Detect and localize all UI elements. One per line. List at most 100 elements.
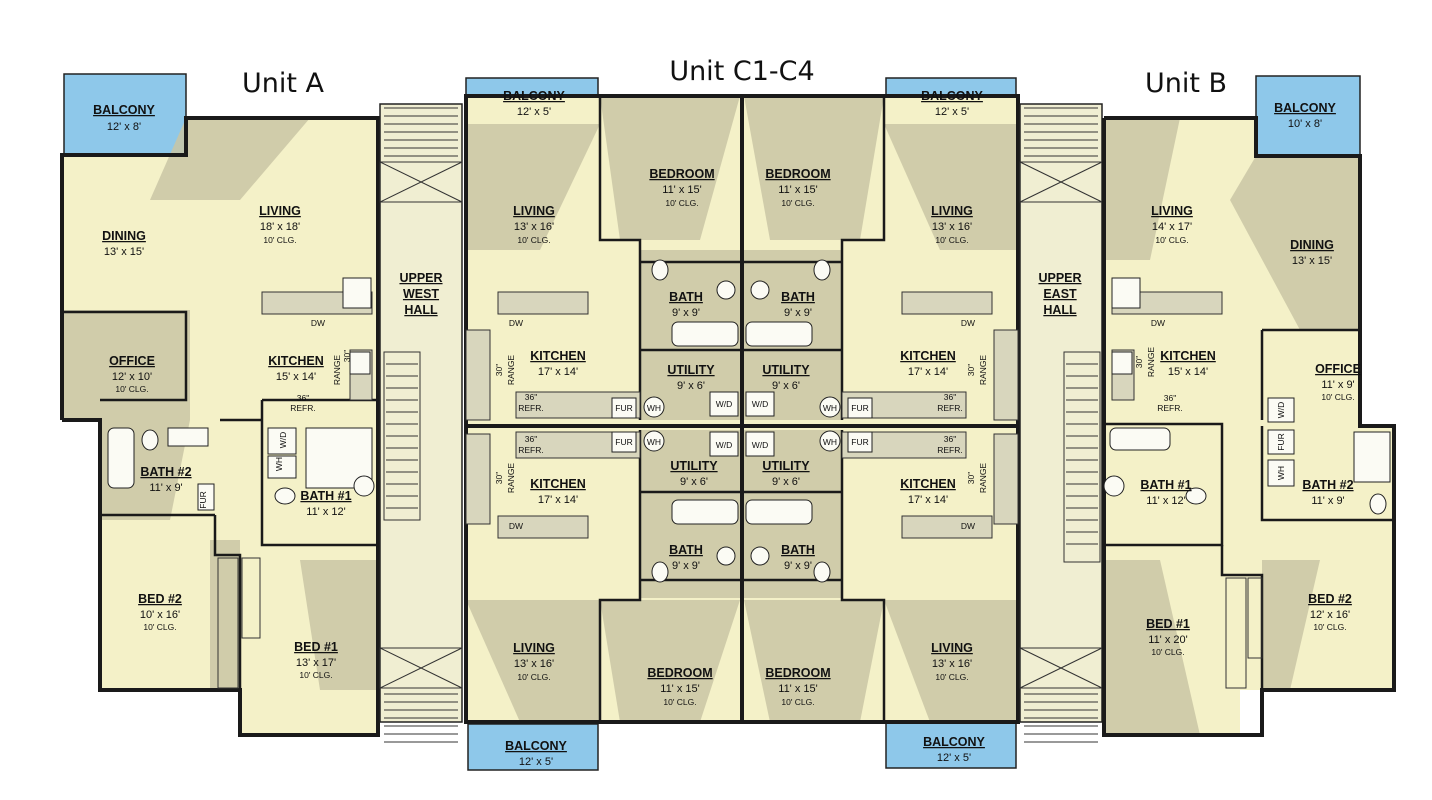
room-label-group: DINING 13' x 15' LIVING 18' x 18' 10' CL… bbox=[102, 204, 352, 680]
hall-label: UPPER bbox=[399, 271, 442, 285]
range-label: RANGE bbox=[506, 355, 516, 386]
furnace-label: FUR bbox=[851, 403, 868, 413]
room-dims: 9' x 9' bbox=[784, 307, 812, 319]
unit-a-plan bbox=[60, 116, 380, 737]
room-dims: 9' x 6' bbox=[680, 476, 708, 488]
refrigerator-size-label: 36" bbox=[525, 392, 537, 402]
room-dims: 13' x 15' bbox=[104, 246, 144, 258]
room-dims: 17' x 14' bbox=[908, 494, 948, 506]
room-label-group: LIVING 13' x 16' 10' CLG. BEDROOM 11' x … bbox=[513, 167, 973, 707]
balcony-dims: 12' x 5' bbox=[935, 106, 969, 118]
room-ceiling: 10' CLG. bbox=[935, 235, 968, 245]
room-name: BEDROOM bbox=[647, 666, 712, 680]
unit-b-plan bbox=[1102, 116, 1396, 737]
washer-dryer-label: W/D bbox=[1276, 402, 1286, 419]
room-ceiling: 10' CLG. bbox=[143, 622, 176, 632]
refrigerator-size-label: 36" bbox=[944, 434, 956, 444]
balcony-dims: 10' x 8' bbox=[1288, 118, 1322, 130]
room-name: BEDROOM bbox=[765, 666, 830, 680]
room-dims: 11' x 9' bbox=[149, 482, 182, 494]
furnace-label: FUR bbox=[615, 403, 632, 413]
room-dims: 9' x 9' bbox=[672, 560, 700, 572]
range-size-label: 30" bbox=[342, 350, 352, 362]
hall-label: EAST bbox=[1043, 287, 1077, 301]
range-size-label: 30" bbox=[494, 364, 504, 376]
room-name: OFFICE bbox=[109, 354, 155, 368]
room-ceiling: 10' CLG. bbox=[299, 670, 332, 680]
room-dims: 17' x 14' bbox=[538, 494, 578, 506]
room-ceiling: 10' CLG. bbox=[935, 672, 968, 682]
dishwasher-label: DW bbox=[961, 521, 975, 531]
washer-dryer-label: W/D bbox=[278, 432, 288, 449]
room-dims: 10' x 16' bbox=[140, 609, 180, 621]
range-label: RANGE bbox=[978, 355, 988, 386]
room-dims: 12' x 10' bbox=[112, 371, 152, 383]
washer-dryer-label: W/D bbox=[716, 399, 733, 409]
room-dims: 11' x 15' bbox=[778, 184, 817, 196]
balcony-unit-c-bottom-left bbox=[467, 723, 599, 771]
upper-east-hall bbox=[1019, 103, 1103, 743]
room-dims: 14' x 17' bbox=[1152, 221, 1192, 233]
room-name: KITCHEN bbox=[1160, 349, 1216, 363]
balcony-dims: 12' x 5' bbox=[519, 756, 553, 768]
room-name: BATH #2 bbox=[140, 465, 191, 479]
room-ceiling: 10' CLG. bbox=[1321, 392, 1354, 402]
hall-label: WEST bbox=[403, 287, 439, 301]
room-dims: 9' x 6' bbox=[677, 380, 705, 392]
room-name: KITCHEN bbox=[268, 354, 324, 368]
room-dims: 17' x 14' bbox=[538, 366, 578, 378]
room-dims: 11' x 15' bbox=[778, 683, 817, 695]
furnace-label: FUR bbox=[1276, 433, 1286, 450]
room-name: UTILITY bbox=[762, 459, 810, 473]
unit-b-title: Unit B bbox=[1145, 68, 1227, 99]
room-name: LIVING bbox=[513, 641, 555, 655]
room-dims: 13' x 16' bbox=[514, 658, 554, 670]
room-ceiling: 10' CLG. bbox=[1155, 235, 1188, 245]
room-dims: 18' x 18' bbox=[260, 221, 300, 233]
dishwasher-label: DW bbox=[1151, 318, 1165, 328]
room-name: BEDROOM bbox=[649, 167, 714, 181]
room-ceiling: 10' CLG. bbox=[781, 697, 814, 707]
room-name: UTILITY bbox=[670, 459, 718, 473]
balcony-label: BALCONY bbox=[503, 89, 565, 103]
room-name: BED #2 bbox=[138, 592, 182, 606]
refrigerator-label: REFR. bbox=[290, 403, 316, 413]
room-ceiling: 10' CLG. bbox=[263, 235, 296, 245]
room-ceiling: 10' CLG. bbox=[517, 672, 550, 682]
water-heater-label: WH bbox=[647, 403, 661, 413]
upper-west-hall bbox=[379, 103, 463, 743]
washer-dryer-label: W/D bbox=[752, 440, 769, 450]
balcony-label: BALCONY bbox=[1274, 101, 1336, 115]
room-name: DINING bbox=[1290, 238, 1334, 252]
room-name: BED #1 bbox=[294, 640, 338, 654]
range-size-label: 30" bbox=[966, 472, 976, 484]
room-dims: 11' x 9' bbox=[1311, 495, 1344, 507]
room-name: BATH bbox=[669, 543, 703, 557]
water-heater-label: WH bbox=[823, 403, 837, 413]
room-dims: 15' x 14' bbox=[276, 371, 316, 383]
balcony-unit-c-bottom-right bbox=[885, 721, 1017, 769]
room-name: BEDROOM bbox=[765, 167, 830, 181]
balcony-label: BALCONY bbox=[923, 735, 985, 749]
room-ceiling: 10' CLG. bbox=[663, 697, 696, 707]
room-dims: 17' x 14' bbox=[908, 366, 948, 378]
water-heater-label: WH bbox=[647, 437, 661, 447]
room-name: LIVING bbox=[259, 204, 301, 218]
room-dims: 11' x 12' bbox=[306, 506, 345, 518]
range-size-label: 30" bbox=[1134, 356, 1144, 368]
room-name: LIVING bbox=[1151, 204, 1193, 218]
range-size-label: 30" bbox=[494, 472, 504, 484]
hall-label: HALL bbox=[1043, 303, 1077, 317]
balcony-unit-b bbox=[1255, 75, 1361, 157]
room-ceiling: 10' CLG. bbox=[781, 198, 814, 208]
room-dims: 13' x 15' bbox=[1292, 255, 1332, 267]
unit-c-title: Unit C1-C4 bbox=[669, 56, 814, 87]
room-name: BATH #1 bbox=[1140, 478, 1191, 492]
room-name: KITCHEN bbox=[900, 349, 956, 363]
room-dims: 13' x 16' bbox=[932, 658, 972, 670]
room-ceiling: 10' CLG. bbox=[1151, 647, 1184, 657]
room-name: KITCHEN bbox=[900, 477, 956, 491]
room-ceiling: 10' CLG. bbox=[665, 198, 698, 208]
room-dims: 13' x 16' bbox=[514, 221, 554, 233]
